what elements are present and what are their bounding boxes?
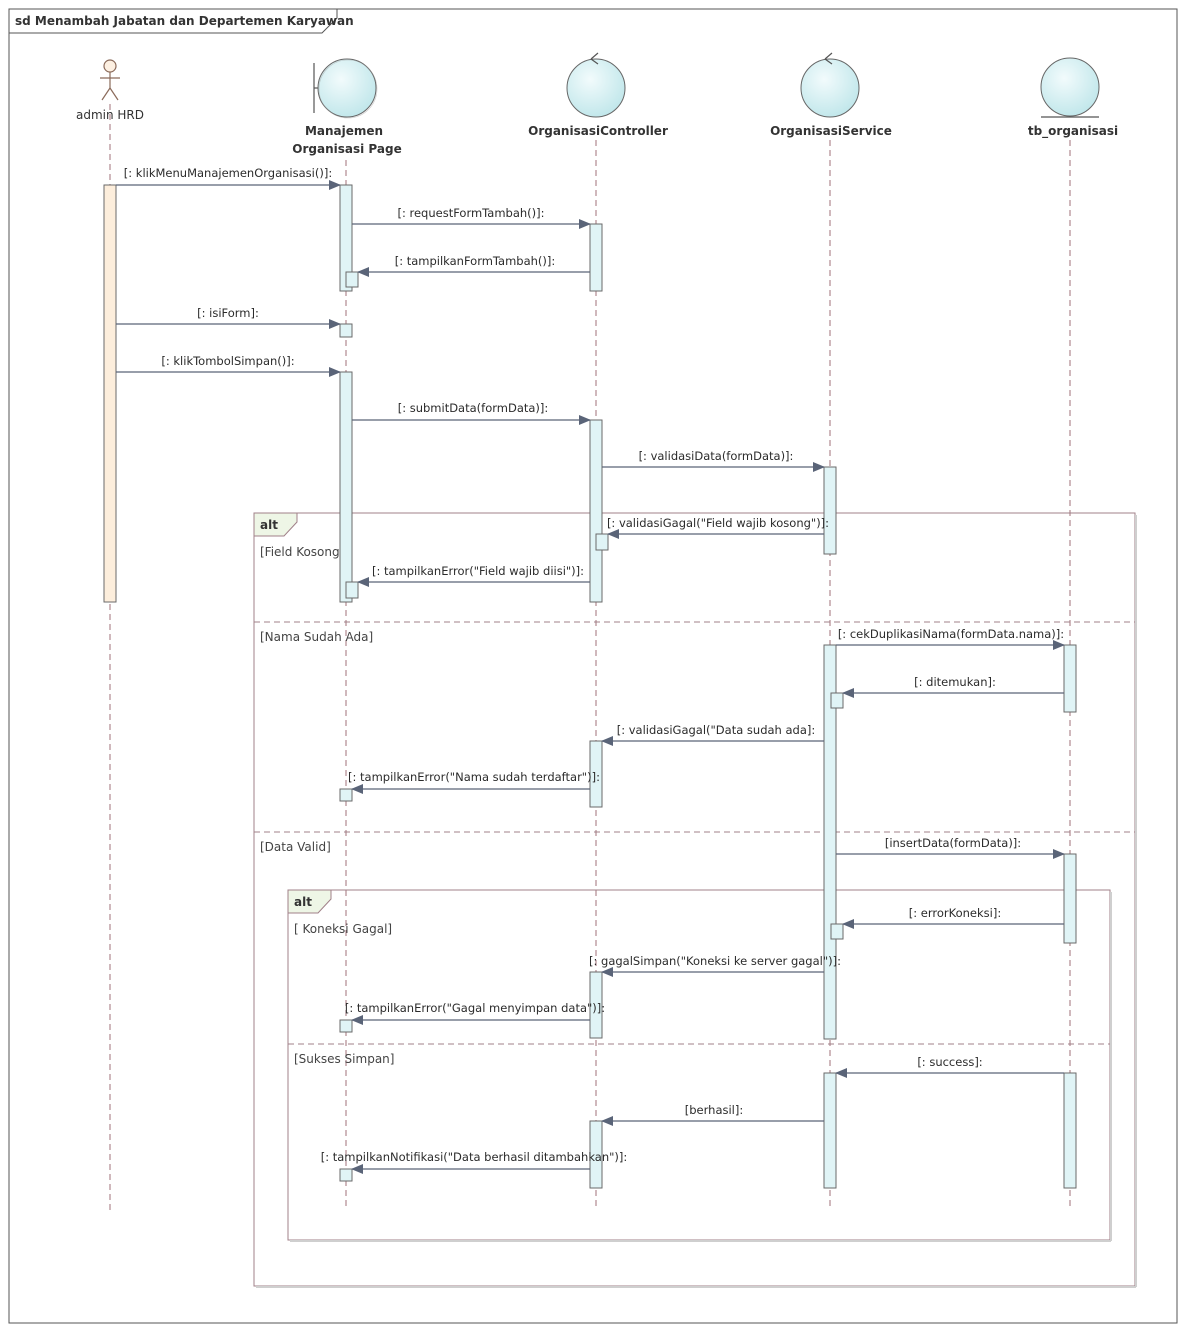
activation-controller (589, 740, 603, 808)
activation-page-self (345, 581, 359, 599)
message-label: [: gagalSimpan("Koneksi ke server gagal"… (589, 954, 841, 968)
message-label: [: validasiData(formData)]: (639, 449, 794, 463)
activation-db (1063, 644, 1077, 713)
frame-title-tab (8, 8, 338, 34)
lifeline-label-page-line1: Manajemen (305, 124, 383, 138)
activation-service-self (830, 692, 844, 709)
lifeline-label-service: OrganisasiService (770, 124, 892, 138)
message-label: [: submitData(formData)]: (398, 401, 549, 415)
lifeline-label-db: tb_organisasi (1028, 124, 1118, 139)
activation-page (339, 323, 353, 338)
message-label: [: tampilkanError("Field wajib diisi")]: (372, 564, 584, 578)
fragment-operator: alt (260, 518, 278, 532)
activation-service (823, 466, 837, 555)
entity-icon (1040, 57, 1100, 118)
fragment-operator: alt (294, 895, 312, 909)
message-label: [: validasiGagal("Field wajib kosong")]: (607, 516, 829, 530)
message-label: [: cekDuplikasiNama(formData.nama)]: (838, 627, 1064, 641)
activation-controller (589, 419, 603, 603)
boundary-icon (313, 58, 378, 119)
message-label: [: success]: (917, 1055, 982, 1069)
activation-db (1063, 1072, 1077, 1189)
lifeline-label-admin: admin HRD (76, 108, 144, 122)
fragment-alt-inner: alt [ Koneksi Gagal] [Sukses Simpan] (287, 889, 1112, 1242)
guard-field-kosong: [Field Kosong] (260, 545, 344, 559)
message-label: [: requestFormTambah()]: (397, 206, 544, 220)
message-label: [: errorKoneksi]: (909, 906, 1001, 920)
activation-controller (589, 1120, 603, 1189)
message-label: [: klikTombolSimpan()]: (161, 354, 294, 368)
activation-controller-self (595, 533, 609, 551)
activation-page (339, 184, 353, 292)
activation-page (339, 371, 353, 603)
actor-icon (100, 59, 120, 101)
fragment-alt-outer: alt [Field Kosong] [Nama Sudah Ada] [Dat… (253, 512, 1137, 1288)
message-label: [: ditemukan]: (914, 675, 996, 689)
activation-service-self (830, 923, 844, 940)
activation-page (339, 1168, 353, 1182)
activation-page (339, 788, 353, 802)
lifeline-label-controller: OrganisasiController (528, 124, 668, 138)
message-label: [: tampilkanError("Gagal menyimpan data"… (345, 1001, 605, 1015)
guard-data-valid: [Data Valid] (260, 840, 331, 854)
message-label: [: tampilkanNotifikasi("Data berhasil di… (321, 1150, 628, 1164)
control-icon (800, 52, 860, 118)
activation-page-self (345, 271, 359, 288)
message-label: [berhasil]: (685, 1103, 743, 1117)
guard-nama-sudah-ada: [Nama Sudah Ada] (260, 630, 373, 644)
activation-db (1063, 853, 1077, 944)
activation-controller (589, 223, 603, 292)
guard-sukses-simpan: [Sukses Simpan] (294, 1052, 394, 1066)
guard-koneksi-gagal: [ Koneksi Gagal] (294, 922, 392, 936)
message-label: [: tampilkanFormTambah()]: (395, 254, 556, 268)
message-label: [insertData(formData)]: (885, 836, 1021, 850)
activation-service (823, 1072, 837, 1189)
frame-title: sd Menambah Jabatan dan Departemen Karya… (15, 14, 354, 28)
lifeline-label-page-line2: Organisasi Page (292, 142, 401, 156)
activation-page (339, 1019, 353, 1033)
activation-service (823, 644, 837, 1040)
activation-admin (103, 184, 117, 603)
message-label: [: klikMenuManajemenOrganisasi()]: (124, 166, 332, 180)
message-label: [: validasiGagal("Data sudah ada]: (617, 723, 816, 737)
activation-controller (589, 971, 603, 1039)
control-icon (566, 52, 626, 118)
message-label: [: tampilkanError("Nama sudah terdaftar"… (348, 770, 600, 784)
message-label: [: isiForm]: (197, 306, 259, 320)
